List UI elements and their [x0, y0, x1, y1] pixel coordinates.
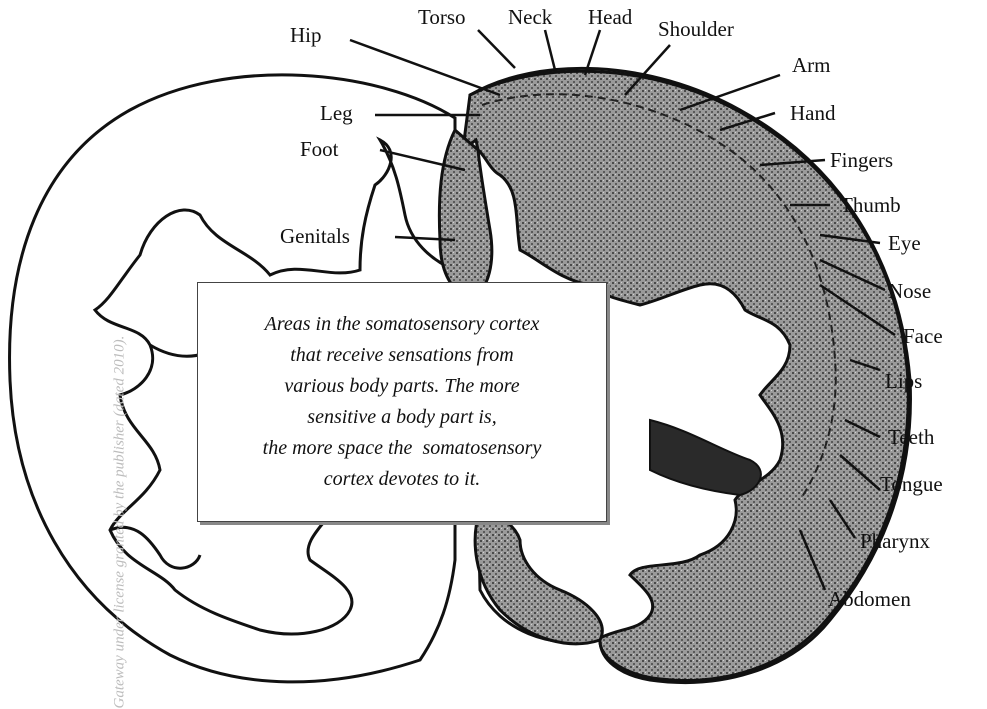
inner-wedge: [650, 420, 761, 495]
caption-line: sensitive a body part is,: [263, 402, 542, 433]
label-pharynx: Pharynx: [860, 529, 930, 553]
label-genitals: Genitals: [280, 224, 350, 248]
label-eye: Eye: [888, 231, 921, 255]
label-thumb: Thumb: [840, 193, 901, 217]
caption-box: Areas in the somatosensory cortex that r…: [197, 282, 607, 522]
label-fingers: Fingers: [830, 148, 893, 172]
side-watermark: Gateway under license granted by the pub…: [112, 149, 129, 709]
label-nose: Nose: [888, 279, 931, 303]
label-foot: Foot: [300, 137, 339, 161]
label-leg: Leg: [320, 101, 353, 125]
caption-text: Areas in the somatosensory cortex that r…: [263, 309, 542, 495]
label-hand: Hand: [790, 101, 836, 125]
label-tongue: Tongue: [880, 472, 943, 496]
label-hip: Hip: [290, 23, 322, 47]
label-teeth: Teeth: [888, 425, 935, 449]
label-neck: Neck: [508, 5, 553, 29]
caption-line: cortex devotes to it.: [263, 464, 542, 495]
caption-line: that receive sensations from: [263, 340, 542, 371]
lower-cortex-lobe: [475, 510, 602, 644]
label-abdomen: Abdomen: [828, 587, 911, 611]
caption-line: the more space the somatosensory: [263, 433, 542, 464]
label-face: Face: [903, 324, 943, 348]
label-torso: Torso: [418, 5, 466, 29]
label-shoulder: Shoulder: [658, 17, 734, 41]
label-arm: Arm: [792, 53, 831, 77]
caption-line: various body parts. The more: [263, 371, 542, 402]
label-lips: Lips: [885, 369, 922, 393]
caption-line: Areas in the somatosensory cortex: [263, 309, 542, 340]
label-head: Head: [588, 5, 633, 29]
